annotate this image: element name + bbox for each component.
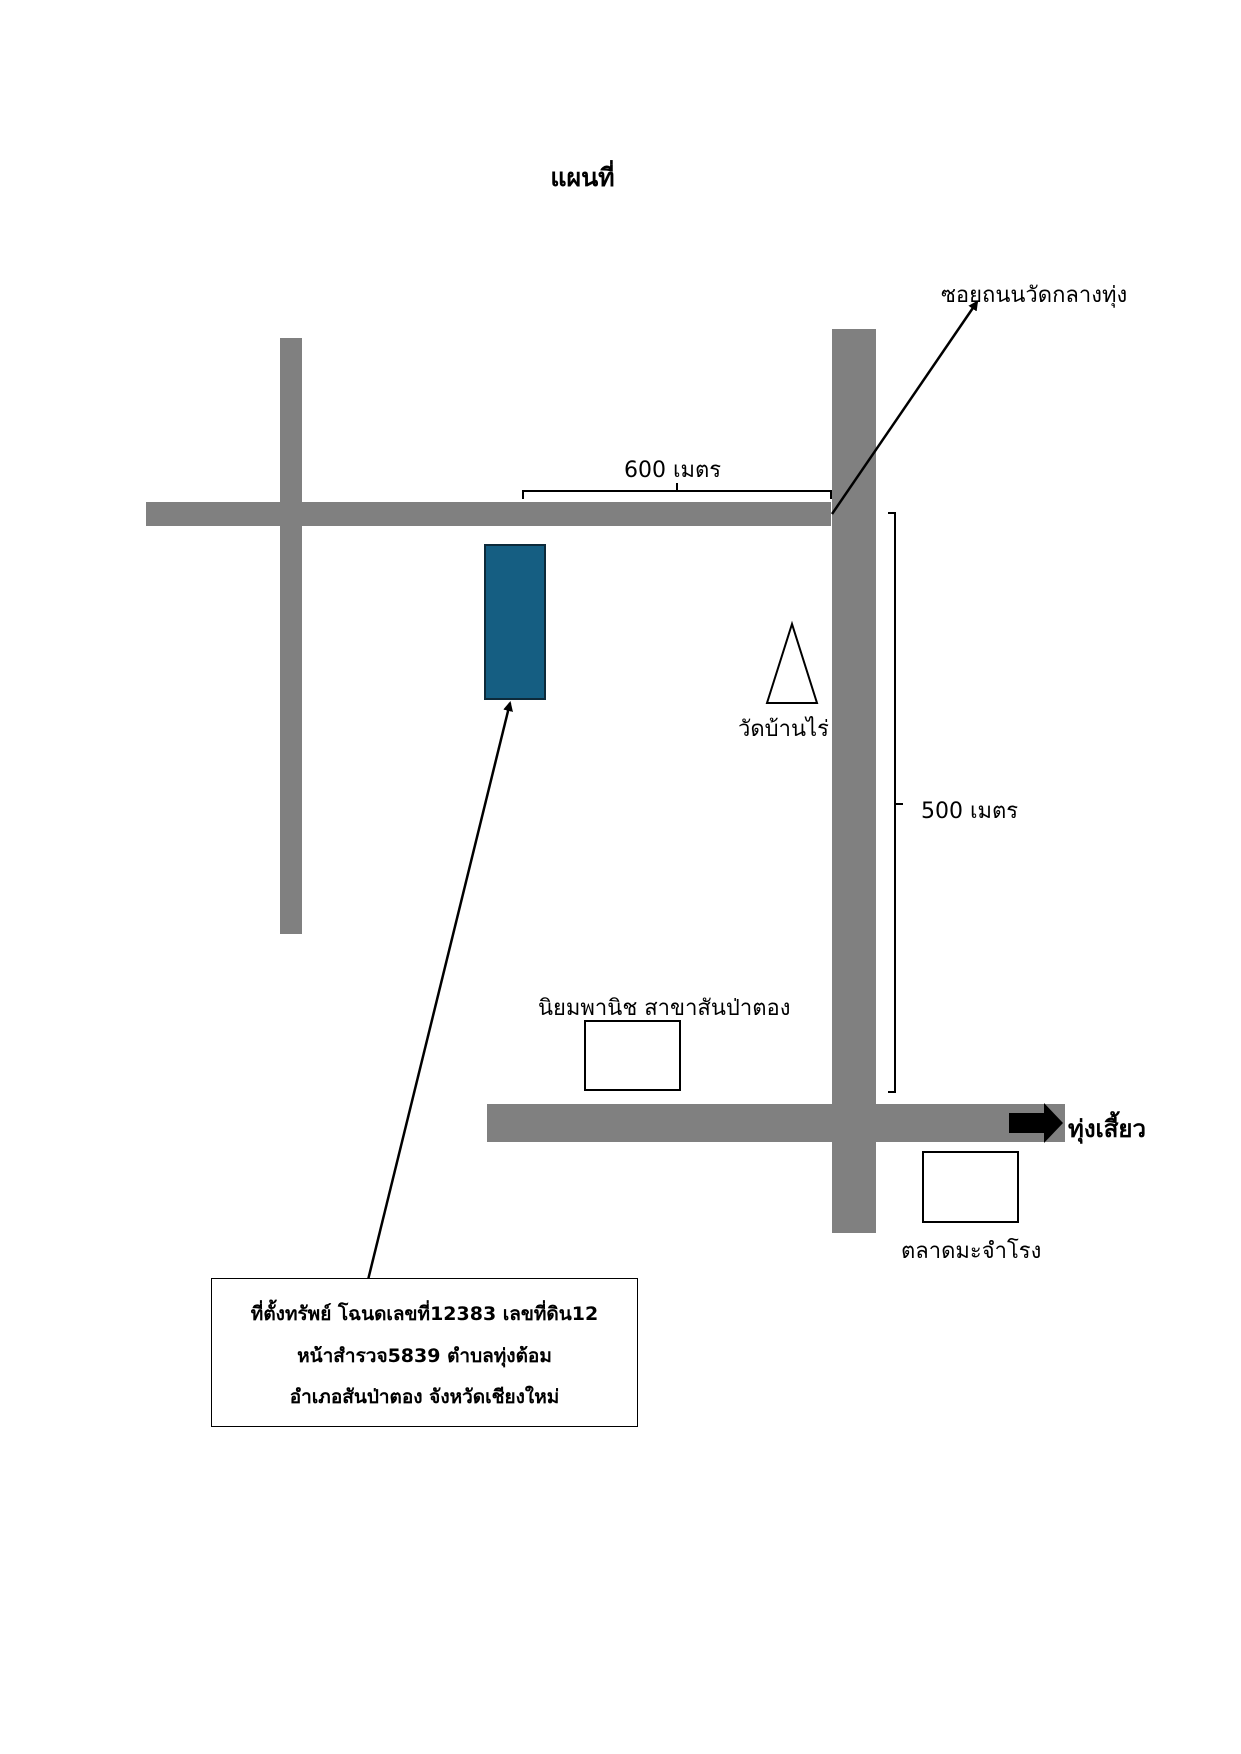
store-building [584,1020,681,1091]
distance-bracket-vertical [888,512,903,1093]
market-building [922,1151,1019,1223]
distance-horizontal-label: 600 เมตร [624,458,722,483]
temple-icon [765,620,819,704]
subject-plot [484,544,546,700]
road-south-horizontal [487,1104,1065,1142]
road-label-arrow [830,300,979,515]
property-location-box: ที่ตั้งทรัพย์ โฉนดเลขที่12383 เลขที่ดิน1… [211,1278,638,1427]
temple-label: วัดบ้านไร่ [738,717,829,742]
location-line-2: หน้าสำรวจ5839 ตำบลทุ่งต้อม [297,1345,552,1367]
store-label: นิยมพานิช สาขาสันป่าตอง [538,996,791,1021]
location-line-1: ที่ตั้งทรัพย์ โฉนดเลขที่12383 เลขที่ดิน1… [250,1303,599,1325]
distance-vertical-label: 500 เมตร [921,799,1019,824]
road-name-label: ซอยถนนวัดกลางทุ่ง [941,283,1128,308]
map-title: แผนที่ [550,163,615,192]
distance-bracket-horizontal [522,483,832,499]
location-line-3: อำเภอสันป่าตอง จังหวัดเชียงใหม่ [289,1386,560,1408]
plot-pointer-arrow [366,701,513,1281]
east-arrow-icon [1009,1103,1063,1143]
road-west-vertical [280,338,302,934]
road-north-horizontal [146,502,831,526]
east-direction-label: ทุ่งเสี้ยว [1068,1115,1146,1143]
market-label: ตลาดมะจำโรง [901,1239,1042,1264]
